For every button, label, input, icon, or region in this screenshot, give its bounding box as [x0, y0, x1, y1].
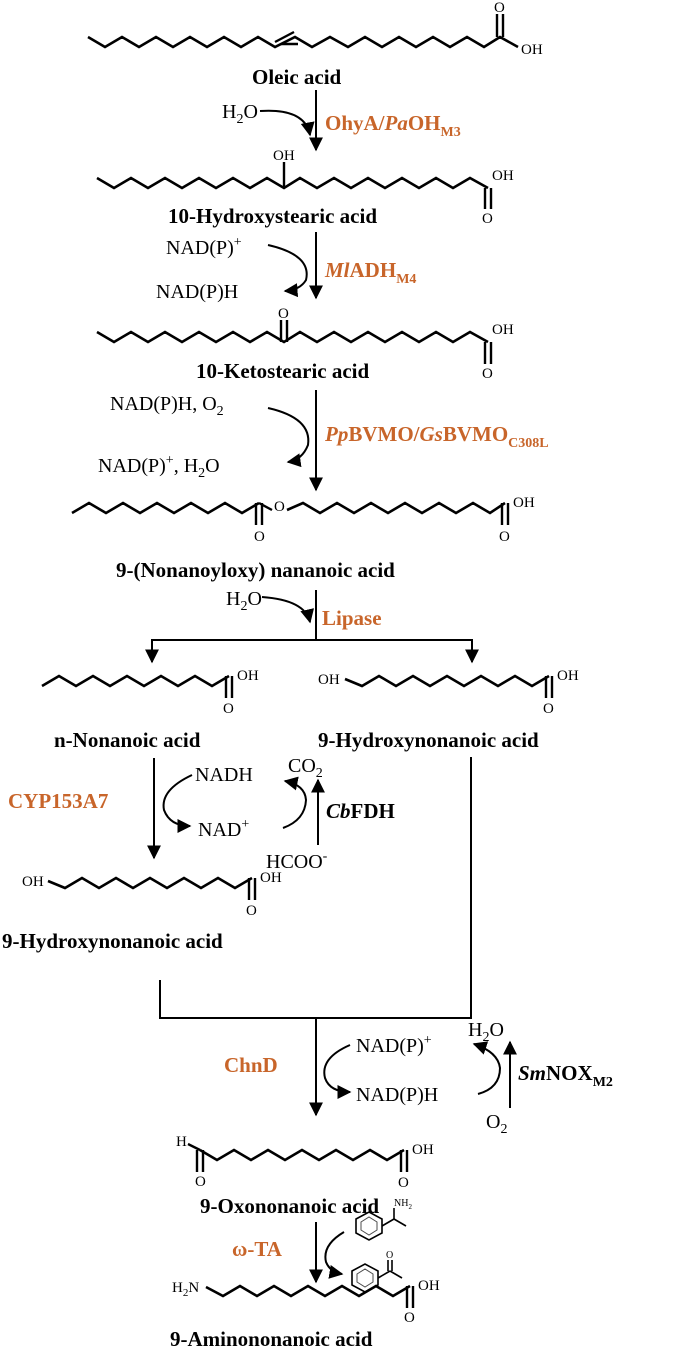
acetophenone-structure: O [351, 1250, 403, 1293]
nadph-o2-cycle-arrow [267, 407, 310, 468]
h2o-reactant-2: H2O [226, 588, 262, 614]
aminononanoic-acid-structure: H2N O OH [172, 1278, 440, 1326]
nonanoyloxy-acid-label: 9-(Nonanoyloxy) nananoic acid [116, 558, 395, 582]
acid-oh: OH [492, 322, 514, 338]
carbonyl-o: O [404, 1310, 415, 1326]
aldehyde-o: O [195, 1174, 206, 1190]
hydroxyl-oh: OH [318, 672, 340, 688]
ester-carbonyl-o: O [254, 529, 265, 545]
double-bond [274, 30, 295, 44]
aminononanoic-acid-label: 9-Aminononanoic acid [170, 1327, 373, 1351]
mladh-enzyme-label: MlADHM4 [324, 258, 416, 287]
oleic-acid-structure: O OH [87, 0, 543, 58]
lipase-enzyme-label: Lipase [322, 606, 382, 630]
acid-oh: OH [557, 668, 579, 684]
keto-o: O [278, 306, 289, 322]
carbonyl-o: O [499, 529, 510, 545]
h2o-product: H2O [468, 1019, 504, 1045]
hydroxynonanoic-right-label: 9-Hydroxynonanoic acid [318, 728, 539, 752]
acid-oh: OH [412, 1142, 434, 1158]
acid-oh: OH [418, 1278, 440, 1294]
ketostearic-acid-structure: O O OH [96, 306, 514, 382]
ester-o: O [274, 499, 285, 515]
nonanoic-acid-structure: O OH [41, 668, 259, 717]
hydroxynonanoic-left-structure: OH O OH [22, 870, 282, 919]
carbonyl-o: O [398, 1175, 409, 1191]
nadh-cycle-arrow [162, 774, 193, 833]
omega-ta-enzyme-label: ω-TA [232, 1237, 283, 1261]
phenylethylamine-structure: NH2 [355, 1198, 412, 1241]
acid-oh: OH [260, 870, 282, 886]
ohya-enzyme-label: OhyA/PaOHM3 [325, 111, 461, 140]
nadph-regeneration-arrow [472, 1041, 502, 1095]
chnd-enzyme-label: ChnD [224, 1053, 278, 1077]
oleic-acid-label: Oleic acid [252, 65, 342, 89]
oxononanoic-acid-label: 9-Oxononanoic acid [200, 1194, 379, 1218]
nadh-cofactor: NADH [195, 764, 253, 786]
ketone-o: O [386, 1250, 393, 1261]
cyp-enzyme-label: CYP153A7 [8, 789, 108, 813]
hydroxynonanoic-right-structure: OH O OH [318, 668, 579, 717]
hydroxyl-oh: OH [273, 148, 295, 164]
acid-oh: OH [492, 168, 514, 184]
amine-h2n: H2N [172, 1280, 199, 1299]
h2o-side-arrow-2 [261, 596, 315, 624]
amine-nh2: NH2 [394, 1198, 412, 1211]
hydroxynonanoic-left-label: 9-Hydroxynonanoic acid [2, 929, 223, 953]
h2o-reactant: H2O [222, 101, 258, 127]
aldehyde-h: H [176, 1134, 187, 1150]
nonanoyloxy-acid-structure: O O O OH [71, 495, 535, 545]
carbonyl-o: O [482, 366, 493, 382]
nad-plus-cofactor: NAD+ [198, 817, 249, 841]
acid-oh: OH [513, 495, 535, 511]
carbonyl-o: O [494, 0, 505, 16]
oxononanoic-acid-structure: H O O OH [176, 1134, 434, 1191]
cbfdh-enzyme-label: CbFDH [326, 799, 395, 823]
hydroxystearic-acid-label: 10-Hydroxystearic acid [168, 204, 377, 228]
nadp-plus-cofactor: NAD(P)+ [166, 235, 242, 259]
acid-oh: OH [521, 42, 543, 58]
nadp-cycle-arrow-2 [323, 1044, 352, 1099]
ketostearic-acid-label: 10-Ketostearic acid [196, 359, 370, 383]
carbonyl-o: O [246, 903, 257, 919]
nadph-cofactor: NAD(P)H [156, 281, 238, 303]
nad-regeneration-arrow [282, 776, 308, 829]
carbonyl-o: O [223, 701, 234, 717]
acid-oh: OH [237, 668, 259, 684]
hydroxyl-oh: OH [22, 874, 44, 890]
formate-reactant: HCOO- [266, 849, 328, 873]
convergence-lines [159, 757, 472, 1019]
nonanoic-acid-label: n-Nonanoic acid [54, 728, 201, 752]
nadp-plus-cofactor-2: NAD(P)+ [356, 1033, 432, 1057]
co2-product: CO2 [288, 755, 323, 781]
smnox-enzyme-label: SmNOXM2 [518, 1061, 613, 1090]
carbonyl-o: O [543, 701, 554, 717]
hydroxystearic-acid-structure: OH O OH [96, 148, 514, 227]
nadp-h2o-cofactor: NAD(P)+, H2O [98, 453, 220, 481]
o2-reactant: O2 [486, 1111, 507, 1137]
amine-donor-arrow [324, 1231, 345, 1279]
nadph-cofactor-2: NAD(P)H [356, 1084, 438, 1106]
nadph-o2-cofactor: NAD(P)H, O2 [110, 393, 224, 419]
nadp-cycle-arrow [267, 244, 308, 298]
h2o-side-arrow [259, 109, 315, 137]
carbonyl-o: O [482, 211, 493, 227]
bvmo-enzyme-label: PpBVMO/GsBVMOC308L [324, 422, 549, 451]
